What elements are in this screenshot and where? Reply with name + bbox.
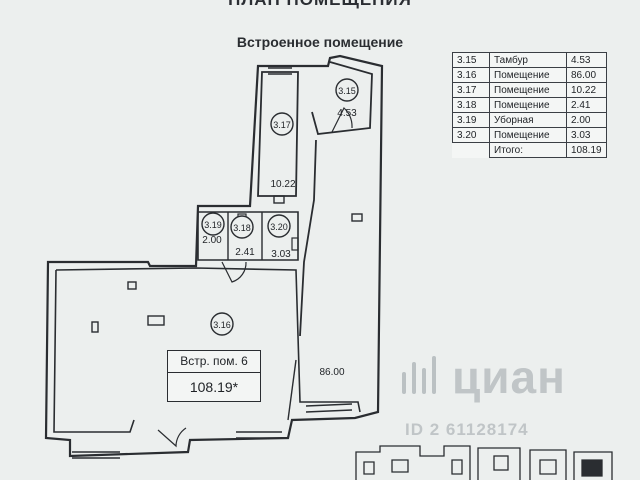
room-marker-319: 3.19 [201, 212, 225, 236]
premises-badge-label: Встр. пом. 6 [168, 351, 260, 373]
room-number-label: 3.18 [233, 223, 251, 233]
room-marker-316: 3.16 [210, 312, 234, 336]
room-number-label: 3.15 [338, 86, 356, 96]
legend-total-value: 108.19 [566, 142, 607, 158]
legend-row: 3.18 Помещение 2.41 [452, 97, 607, 113]
cian-logo-icon [402, 356, 436, 394]
watermark-brand: циан [452, 351, 566, 403]
legend-total-label: Итого: [489, 142, 567, 158]
document-title: ПЛАН ПОМЕЩЕНИЯ [0, 0, 640, 10]
room-number-label: 3.19 [204, 220, 222, 230]
room-marker-320: 3.20 [267, 214, 291, 238]
room-marker-317: 3.17 [270, 112, 294, 136]
premises-badge: Встр. пом. 6 108.19* [167, 350, 261, 402]
room-area-label: 10.22 [270, 179, 295, 190]
legend-row: 3.17 Помещение 10.22 [452, 82, 607, 98]
legend-total-row: Итого: 108.19 [453, 142, 607, 158]
building-thumbnail [355, 445, 613, 480]
room-area-label: 2.41 [235, 247, 255, 258]
room-number-label: 3.20 [270, 222, 288, 232]
legend-row: 3.20 Помещение 3.03 [452, 127, 607, 143]
room-area-label: 86.00 [319, 367, 344, 378]
room-legend-table: 3.15 Тамбур 4.53 3.16 Помещение 86.00 3.… [452, 52, 607, 158]
room-area-label: 4.53 [337, 108, 357, 119]
room-area-label: 2.00 [202, 235, 222, 246]
legend-room-area: 2.41 [566, 97, 607, 113]
watermark-id: ID 2 61128174 [405, 420, 529, 439]
room-marker-318: 3.18 [230, 215, 254, 239]
room-marker-315: 3.15 [335, 78, 359, 102]
legend-row: 3.19 Уборная 2.00 [452, 112, 607, 128]
room-number-label: 3.17 [273, 120, 291, 130]
plan-subtitle: Встроенное помещение [236, 34, 404, 50]
plan-walls [44, 54, 384, 459]
room-area-label: 3.03 [271, 249, 291, 260]
legend-row: 3.16 Помещение 86.00 [452, 67, 607, 83]
room-number-label: 3.16 [213, 320, 231, 330]
premises-badge-value: 108.19* [189, 379, 239, 395]
